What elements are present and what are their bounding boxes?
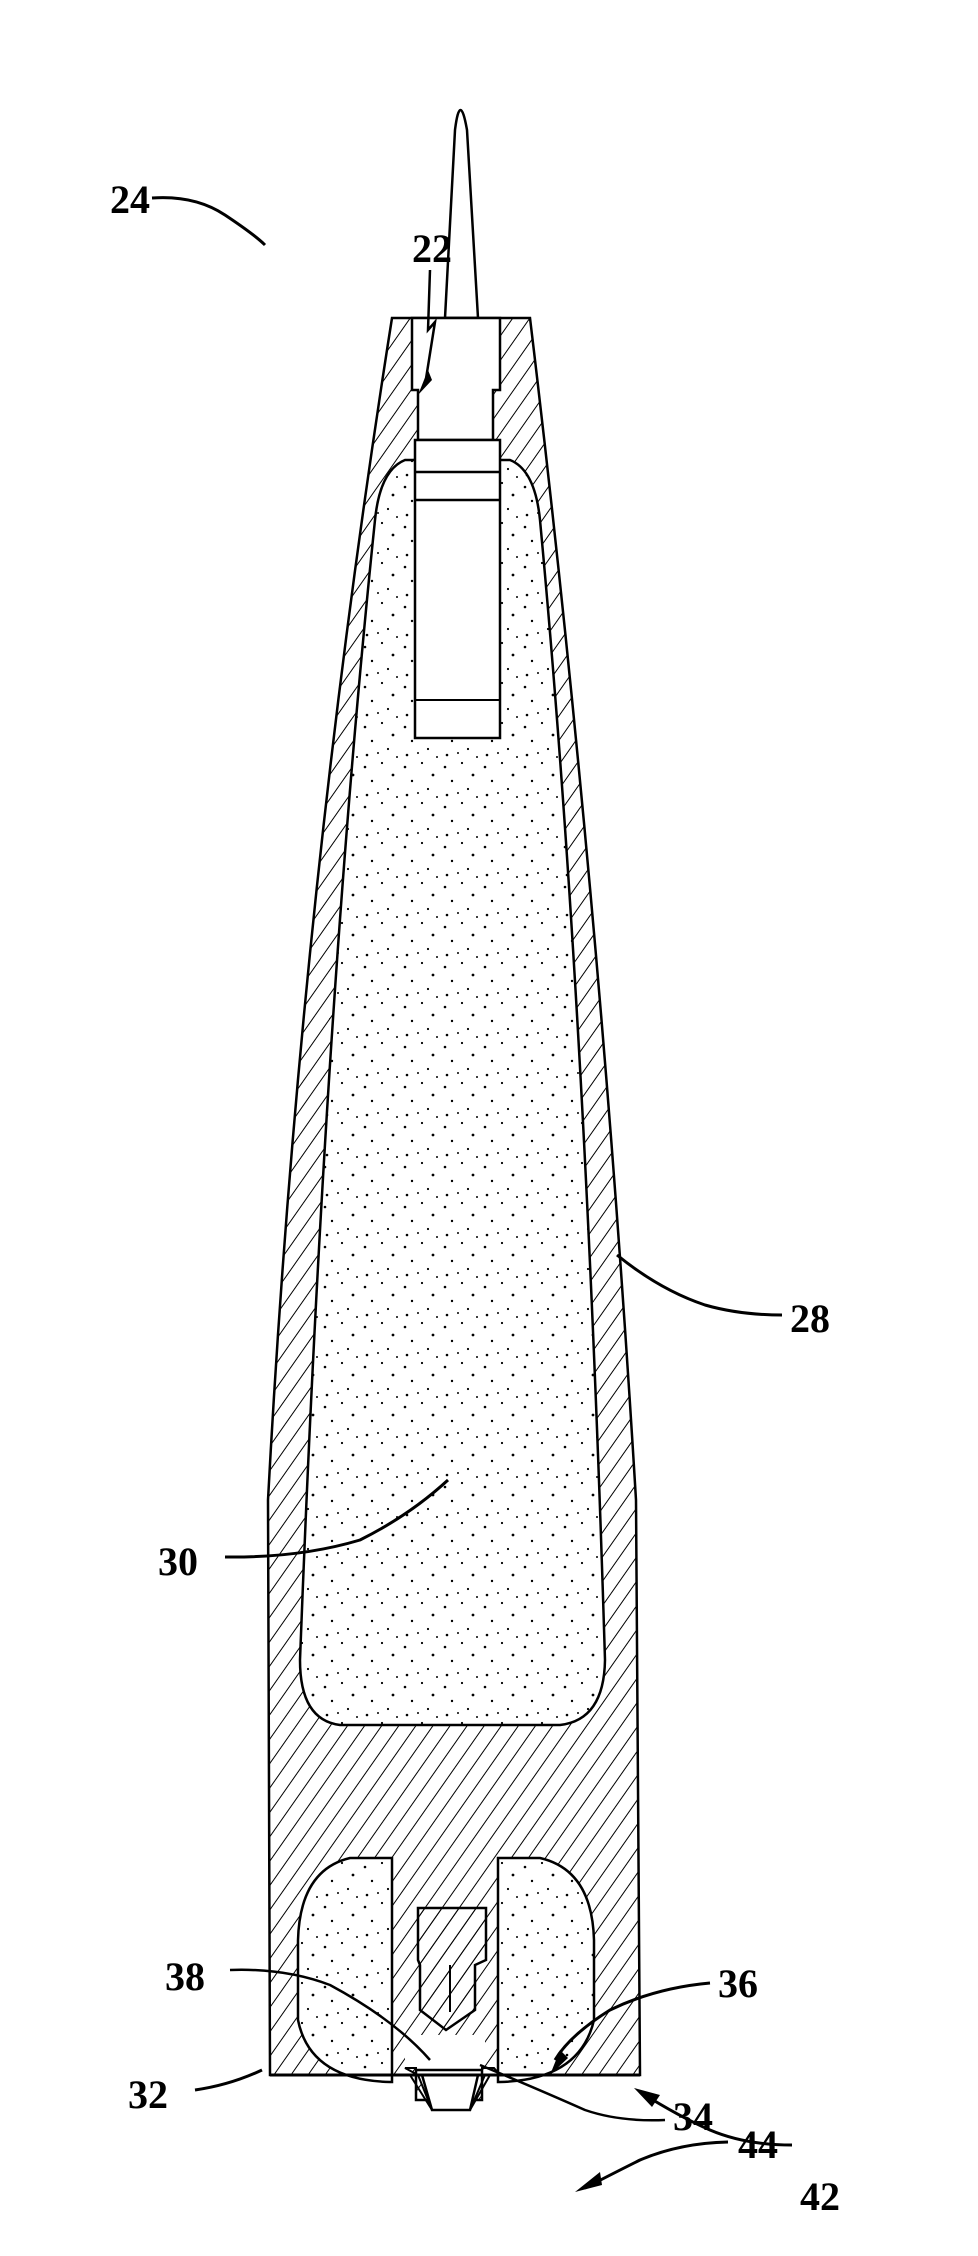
leader-44 <box>584 2140 729 2190</box>
leader-32 <box>194 2068 263 2092</box>
label-44: 44 <box>738 2122 778 2167</box>
leader-24 <box>151 196 267 247</box>
label-32: 32 <box>128 2072 168 2117</box>
leader-30 <box>224 1478 450 1559</box>
label-34: 34 <box>673 2094 713 2139</box>
label-36: 36 <box>718 1961 758 2006</box>
label-30: 30 <box>158 1539 198 1584</box>
label-42: 42 <box>800 2174 840 2219</box>
nose-cone <box>443 108 480 320</box>
leader-42 <box>639 2090 793 2147</box>
leader-28 <box>616 1253 783 1317</box>
leader-36 <box>553 1981 711 2061</box>
label-22: 22 <box>412 226 452 271</box>
leader-38 <box>229 1968 431 2061</box>
label-28: 28 <box>790 1296 830 1341</box>
leader-34 <box>479 2063 666 2122</box>
fuse-body <box>413 438 502 740</box>
detonator <box>416 1906 488 2032</box>
leader-22 <box>423 269 437 386</box>
label-38: 38 <box>165 1954 205 1999</box>
label-24: 24 <box>110 177 150 222</box>
